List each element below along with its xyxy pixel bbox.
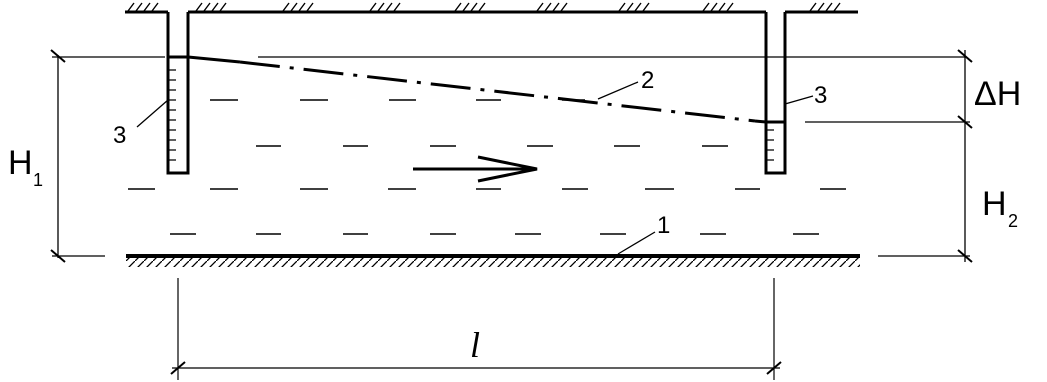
length-label: l: [470, 325, 480, 365]
callout-leader-1: [617, 231, 656, 255]
length-dimension: [170, 278, 782, 380]
delta-h-h2-dimension: [957, 49, 973, 263]
left-tube-scale: [169, 69, 176, 161]
right-tube-scale: [767, 129, 774, 161]
left-piezometer-tube: [166, 12, 190, 175]
arrow-right-icon: [413, 155, 538, 183]
delta-h-label: ΔH: [974, 75, 1021, 113]
ground-hatch-icon: [126, 258, 860, 267]
top-ground-hatch: [127, 2, 841, 12]
water-dashes: [128, 99, 846, 235]
callout-label-3-right: 3: [814, 82, 827, 109]
h2-label: H: [982, 185, 1007, 223]
piezometric-line: [187, 55, 767, 124]
h1-label: H: [8, 144, 33, 182]
callout-label-2: 2: [641, 67, 654, 94]
h1-subscript: 1: [33, 170, 43, 190]
callout-label-3-left: 3: [113, 122, 126, 149]
top-ground: [125, 2, 858, 14]
callout-leader-3-right: [784, 95, 814, 105]
callout-leader-3-left: [136, 99, 169, 128]
callout-leader-2: [597, 81, 639, 100]
h2-subscript: 2: [1008, 211, 1018, 231]
channel-bottom: [126, 254, 860, 267]
right-piezometer-tube: [764, 12, 787, 175]
callout-label-1: 1: [657, 212, 670, 239]
h1-dimension: [50, 49, 66, 263]
